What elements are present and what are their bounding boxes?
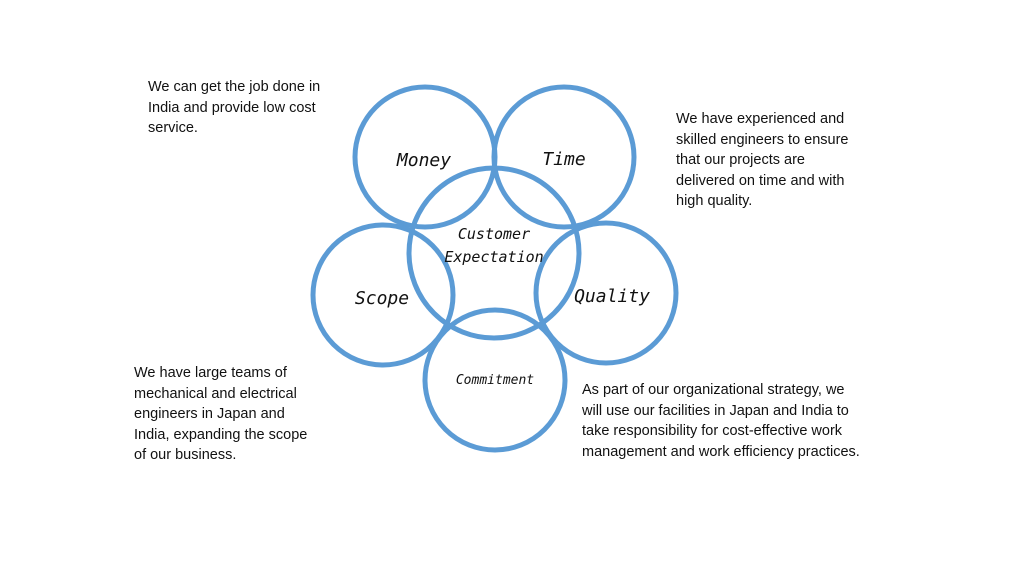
time-label: Time (542, 149, 585, 170)
scope-label: Scope (355, 288, 409, 309)
scope-circle (310, 222, 456, 368)
quality-label: Quality (574, 286, 650, 307)
quality-circle (533, 220, 679, 366)
scope-note: We have large teams of mechanical and el… (134, 365, 308, 463)
commitment-note: As part of our organizational strategy, … (582, 382, 860, 460)
commitment-label: Commitment (456, 373, 534, 388)
customer-expectation-circle (406, 165, 582, 341)
time-quality-note: We have experienced and skilled engineer… (676, 111, 849, 209)
expectation-label: Expectation (444, 248, 543, 266)
time-circle (491, 84, 637, 230)
money-label: Money (396, 150, 451, 171)
customer-label: Customer (458, 225, 530, 243)
money-note: We can get the job done in India and pro… (148, 79, 321, 136)
commitment-circle (422, 307, 568, 453)
